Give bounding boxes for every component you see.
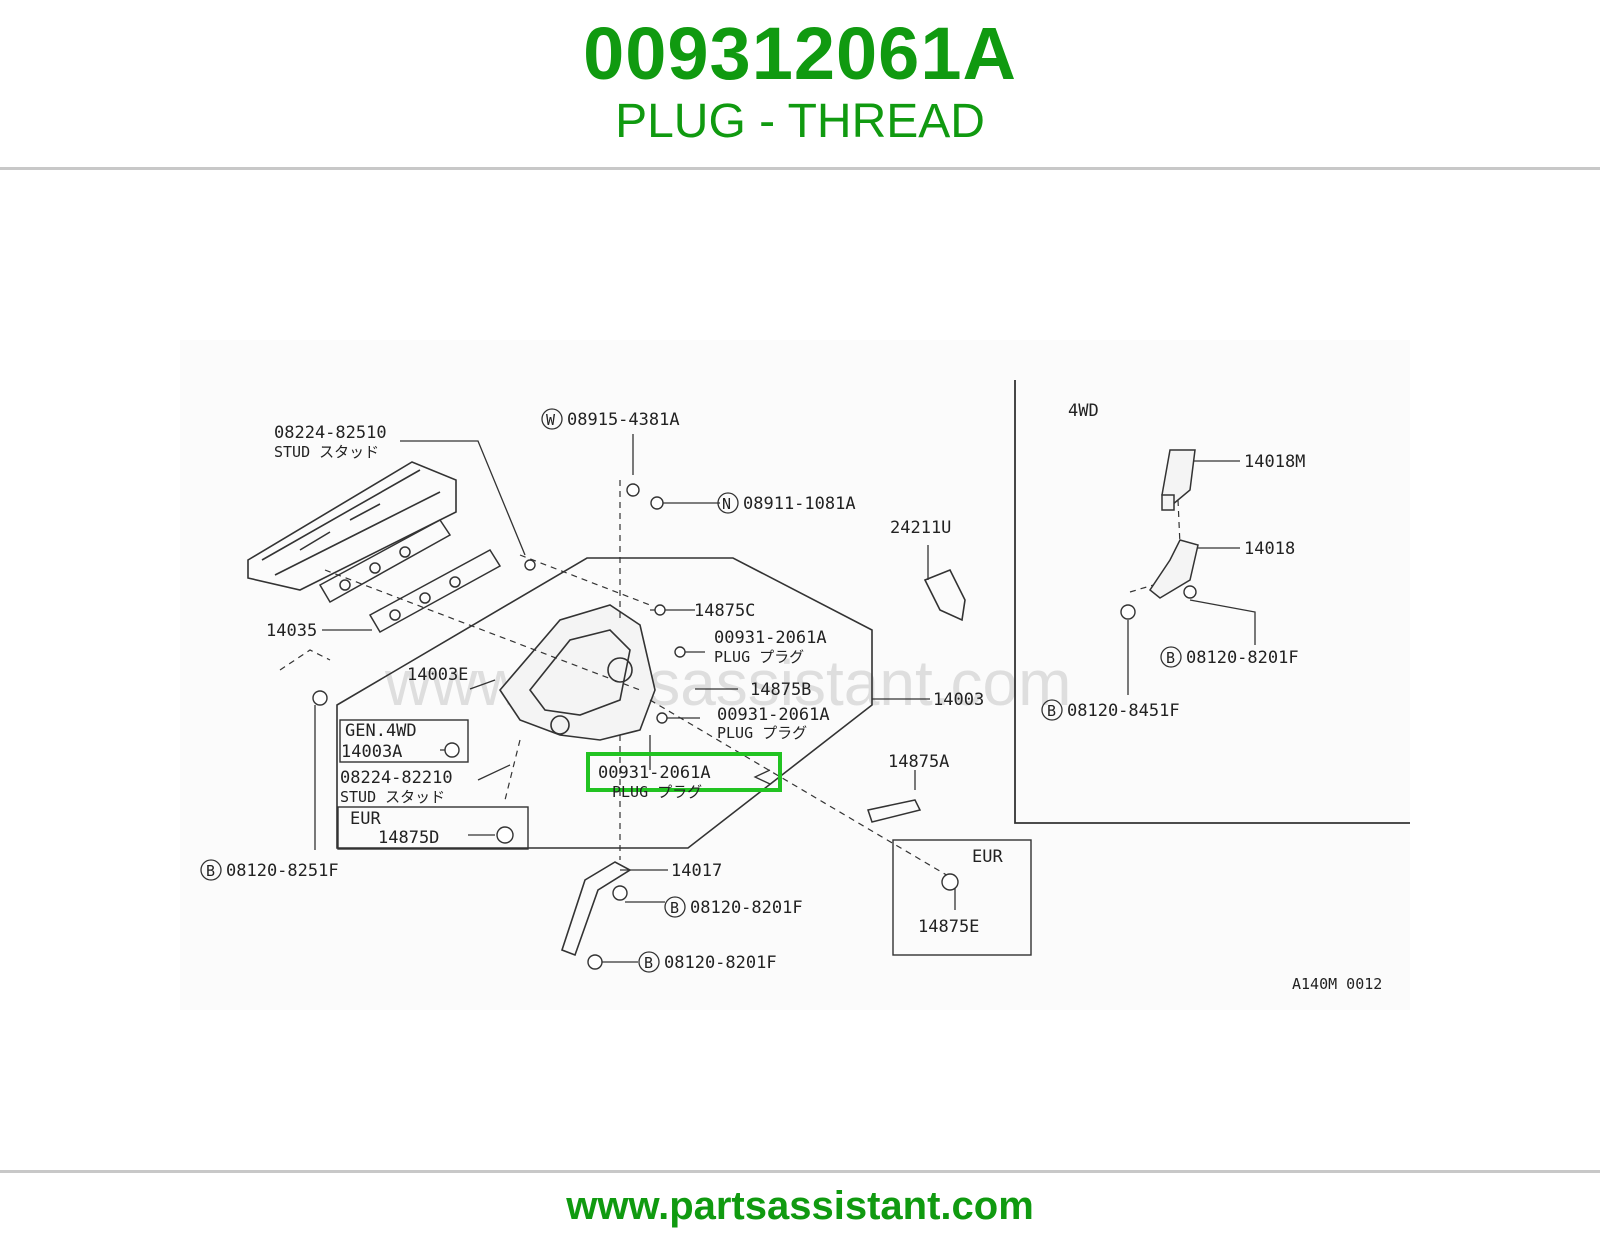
label-08915-4381a[interactable]: 08915-4381A xyxy=(567,410,680,430)
label-24211u[interactable]: 24211U xyxy=(890,518,951,538)
circle-letter-b-8451: B xyxy=(1047,702,1056,720)
label-08120-8201f-3[interactable]: 08120-8201F xyxy=(1186,648,1299,668)
footer-website-link[interactable]: www.partsassistant.com xyxy=(566,1184,1034,1228)
label-plug-c-sub: PLUG プラグ xyxy=(612,783,702,801)
bolt-markers xyxy=(312,483,1197,970)
inset-title-4wd: 4WD xyxy=(1068,401,1099,421)
highlight-box[interactable] xyxy=(586,752,782,792)
label-14003e[interactable]: 14003E xyxy=(407,665,468,685)
label-08911-1081a[interactable]: 08911-1081A xyxy=(743,494,856,514)
header-divider xyxy=(0,167,1600,170)
circle-letter-n: N xyxy=(722,495,731,513)
label-08120-8201f-2[interactable]: 08120-8201F xyxy=(664,953,777,973)
label-08120-8201f-1[interactable]: 08120-8201F xyxy=(690,898,803,918)
assembly-outline xyxy=(336,557,873,849)
part-14875a-drawing xyxy=(867,799,922,823)
eur-box-right xyxy=(892,839,1032,956)
label-14875e[interactable]: 14875E xyxy=(918,917,979,937)
inset-4wd-drawing xyxy=(1148,449,1199,599)
footer-divider xyxy=(0,1170,1600,1173)
label-gen-4wd: GEN.4WD xyxy=(345,721,417,741)
rocker-cover-drawing xyxy=(247,461,457,591)
label-08224-82210[interactable]: 08224-82210 xyxy=(340,768,453,788)
circle-letter-b-8201-1: B xyxy=(670,899,679,917)
part-name-subtitle: PLUG - THREAD xyxy=(615,95,985,148)
label-14003[interactable]: 14003 xyxy=(933,690,984,710)
intake-manifold-drawing xyxy=(498,604,656,741)
page-header: 009312061A PLUG - THREAD xyxy=(0,0,1600,168)
label-14875b[interactable]: 14875B xyxy=(750,680,811,700)
diagram-panel xyxy=(180,340,1410,1010)
label-08120-8451f[interactable]: 08120-8451F xyxy=(1067,701,1180,721)
label-14875c[interactable]: 14875C xyxy=(694,601,755,621)
eur-box-left xyxy=(337,806,529,850)
label-highlighted-00931-2061a[interactable]: 00931-2061A xyxy=(598,763,711,783)
label-plug-a-sub: PLUG プラグ xyxy=(714,648,804,666)
label-14875a[interactable]: 14875A xyxy=(888,752,949,772)
sensor-24211u-drawing xyxy=(923,568,966,622)
label-08120-8251f[interactable]: 08120-8251F xyxy=(226,861,339,881)
gasket-drawing xyxy=(318,519,502,634)
figure-code: A140M 0012 xyxy=(1292,975,1382,993)
label-14017[interactable]: 14017 xyxy=(671,861,722,881)
label-14875d[interactable]: 14875D xyxy=(378,828,439,848)
label-plug-b-sub: PLUG プラグ xyxy=(717,724,807,742)
label-08224-82510[interactable]: 08224-82510 xyxy=(274,423,387,443)
circle-letter-b-8201-2: B xyxy=(644,954,653,972)
label-14018[interactable]: 14018 xyxy=(1244,539,1295,559)
label-eur-right: EUR xyxy=(972,847,1003,867)
label-14018m[interactable]: 14018M xyxy=(1244,452,1305,472)
label-eur-left: EUR xyxy=(350,809,381,829)
label-14035[interactable]: 14035 xyxy=(266,621,317,641)
label-14003a[interactable]: 14003A xyxy=(341,742,402,762)
label-stud-82510-sub: STUD スタッド xyxy=(274,443,379,461)
highlight-arrow xyxy=(753,769,771,785)
label-plug-a-number[interactable]: 00931-2061A xyxy=(714,628,827,648)
part-number-title: 009312061A xyxy=(583,12,1017,95)
circle-letter-rings xyxy=(200,408,1182,973)
inset-frame xyxy=(1014,380,1410,824)
circle-letter-b-8251: B xyxy=(206,862,215,880)
circle-letter-w: W xyxy=(546,411,556,429)
circle-letter-b-8201-3: B xyxy=(1166,649,1175,667)
diagram-watermark: www.partsassistant.com xyxy=(384,647,1071,719)
label-stud-82210-sub: STUD スタッド xyxy=(340,788,445,806)
label-plug-b-number[interactable]: 00931-2061A xyxy=(717,705,830,725)
gen-4wd-box xyxy=(339,719,469,763)
